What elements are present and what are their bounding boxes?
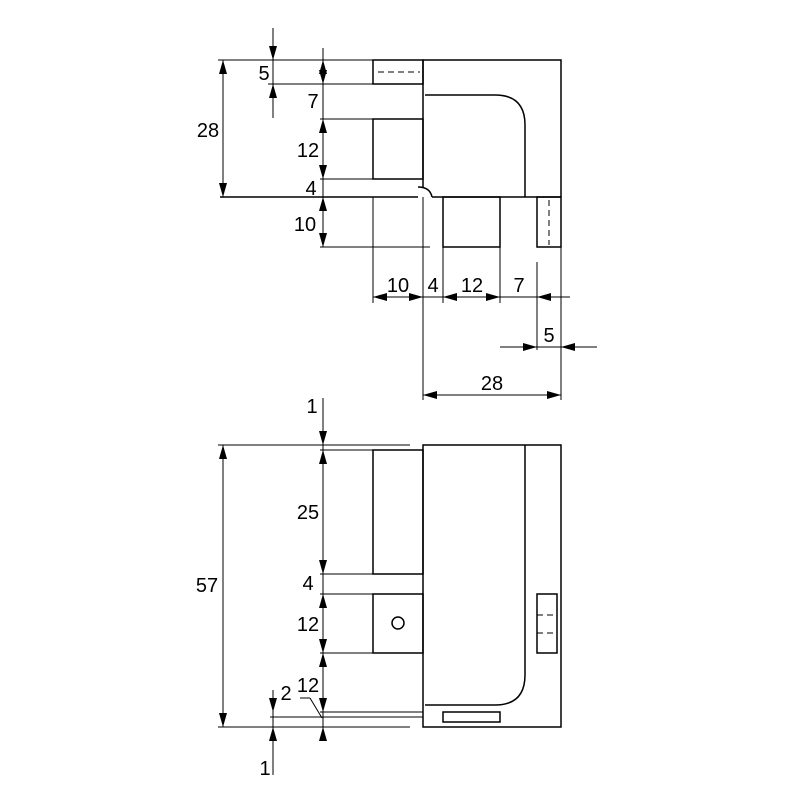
top-view-arrowheads — [219, 46, 575, 399]
top-view-right-tab — [536, 196, 562, 248]
front-view-hole — [391, 616, 405, 630]
dim-top-gap: 5 — [258, 63, 269, 85]
dim-front-bottom-offset: 1 — [259, 758, 270, 780]
dim-horiz-block: 12 — [461, 275, 483, 297]
front-view-extension-lines — [218, 444, 423, 728]
dim-horiz-left: 10 — [387, 275, 409, 297]
dim-top-slot: 7 — [307, 91, 318, 113]
dim-front-upper-block: 25 — [297, 502, 319, 524]
top-view-square-block — [372, 118, 424, 180]
dim-front-overall-height: 57 — [196, 575, 218, 597]
front-view-upper-block — [372, 449, 424, 575]
top-view-lower-block — [442, 196, 501, 248]
dim-top-square: 12 — [297, 140, 319, 162]
top-view: 28 5 7 12 4 10 10 4 12 7 5 28 — [197, 28, 597, 400]
dim-top-overall-height: 28 — [197, 120, 219, 142]
dim-front-top-offset: 1 — [306, 396, 317, 418]
dim-front-square: 12 — [297, 614, 319, 636]
top-view-notch — [417, 186, 433, 198]
front-view-arrowheads — [219, 431, 327, 741]
front-view-bottom-slot — [442, 711, 501, 723]
dim-front-slot: 2 — [280, 683, 291, 705]
dim-front-gap: 4 — [302, 573, 313, 595]
dim-top-gap-small: 4 — [305, 178, 316, 200]
front-view-inner-profile — [425, 445, 526, 706]
top-view-inner-profile — [425, 94, 526, 197]
dim-top-lower-depth: 10 — [294, 214, 316, 236]
top-view-dimension-lines — [222, 28, 597, 396]
dim-horiz-notch: 4 — [427, 275, 438, 297]
front-view-right-tab — [536, 593, 558, 654]
front-view-square-block — [372, 593, 424, 654]
dim-horiz-gap: 7 — [513, 275, 524, 297]
top-view-body-outline — [422, 59, 562, 197]
front-view: 1 25 4 12 12 2 57 1 — [196, 396, 562, 780]
front-view-body — [422, 444, 562, 728]
dim-right-tab: 5 — [543, 325, 554, 347]
dim-top-overall-width: 28 — [481, 373, 503, 395]
top-view-extension-lines — [218, 59, 562, 400]
top-view-slot-block — [372, 59, 424, 85]
dim-front-lower-gap: 12 — [297, 675, 319, 697]
